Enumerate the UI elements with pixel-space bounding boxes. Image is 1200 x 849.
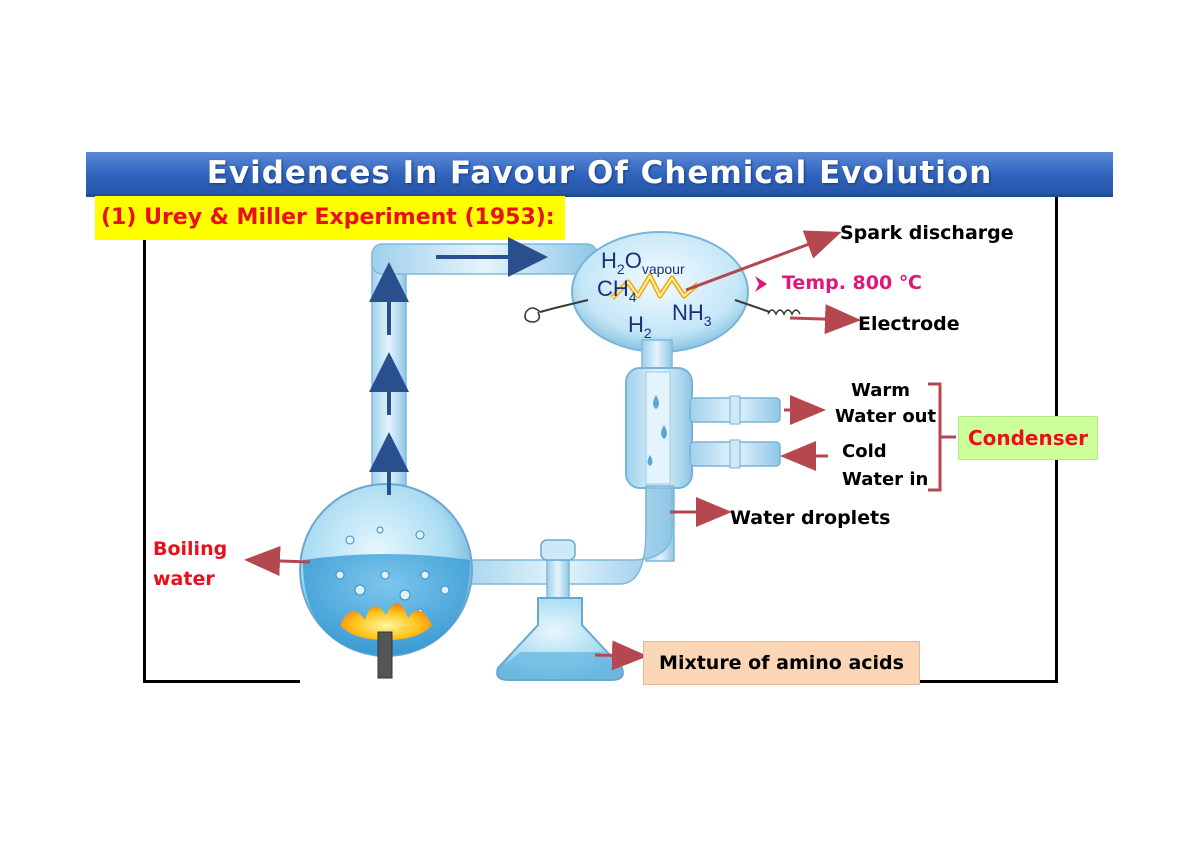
burner — [377, 631, 393, 679]
label-condenser: Condenser — [958, 416, 1098, 460]
h2-formula: H2 — [628, 312, 652, 341]
label-amino-acids: Mixture of amino acids — [643, 641, 920, 685]
label-water-out: Water out — [835, 406, 937, 427]
condenser-inner-tube — [645, 371, 671, 485]
frame-bottom-right — [918, 680, 1058, 683]
electrode-left-coil — [524, 307, 541, 323]
experiment-subtitle: (1) Urey & Miller Experiment (1953): — [95, 196, 565, 240]
bottom-tube — [449, 487, 673, 585]
label-water: water — [153, 568, 215, 590]
h2o-formula: H2Ovapour — [601, 248, 685, 277]
slide-title: Evidences In Favour Of Chemical Evolutio… — [86, 152, 1113, 197]
frame-left — [143, 194, 146, 682]
electrode-right — [734, 299, 771, 313]
arrow-amino-acids — [594, 640, 648, 671]
amino-acid-liquid — [499, 652, 621, 678]
arrow-electrode — [789, 304, 861, 335]
arrow-boiling-water — [244, 546, 311, 576]
condenser-bracket — [928, 382, 942, 492]
nh3-formula: NH3 — [672, 300, 712, 329]
label-cold: Cold — [842, 441, 887, 462]
label-electrode: Electrode — [858, 313, 960, 335]
label-water-droplets: Water droplets — [730, 507, 891, 529]
frame-bottom-left — [143, 680, 300, 683]
ch4-formula: CH4 — [597, 276, 637, 305]
label-temperature: Temp. 800 ℃ — [782, 272, 922, 294]
label-boiling: Boiling — [153, 538, 228, 560]
electrode-left — [539, 299, 589, 313]
arrow-spark-discharge — [685, 230, 842, 292]
electrode-right-coil — [767, 309, 801, 316]
flame — [340, 603, 432, 640]
label-water-in: Water in — [842, 469, 929, 490]
label-spark-discharge: Spark discharge — [840, 222, 1014, 244]
label-warm: Warm — [851, 380, 910, 401]
stopcock — [540, 539, 576, 561]
boiling-water — [302, 554, 470, 656]
temp-bullet-icon — [755, 276, 767, 292]
